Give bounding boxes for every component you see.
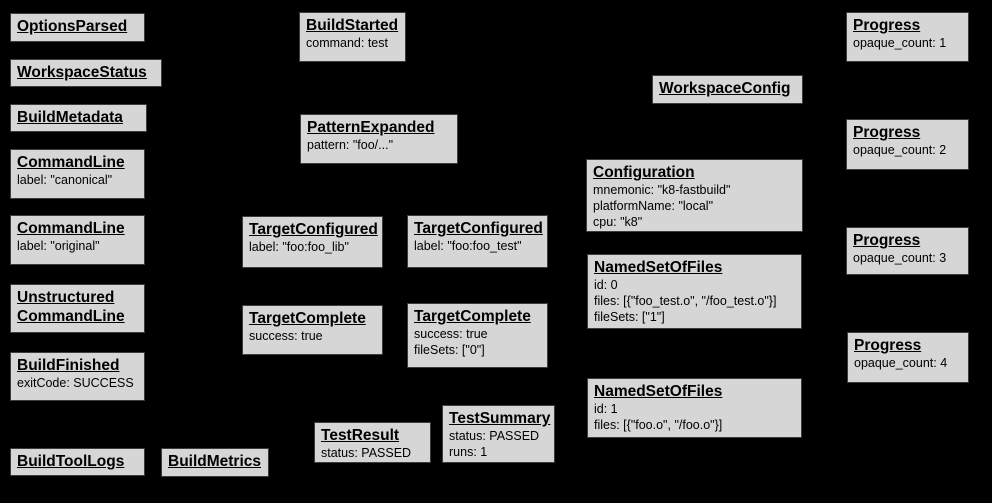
node-build-finished: BuildFinished exitCode: SUCCESS [10, 352, 145, 401]
node-build-started: BuildStarted command: test [299, 12, 406, 62]
node-options-parsed: OptionsParsed [10, 13, 145, 42]
node-title: TestSummary [449, 410, 551, 427]
node-title: WorkspaceStatus [17, 64, 147, 81]
node-title: PatternExpanded [307, 119, 435, 136]
node-title: Progress [853, 232, 921, 249]
node-detail: opaque_count: 1 [853, 36, 947, 50]
node-detail: exitCode: SUCCESS [17, 376, 134, 390]
node-title: BuildMetadata [17, 109, 123, 126]
node-title: Progress [853, 17, 921, 34]
node-named-set-of-files-1: NamedSetOfFiles id: 1 files: [{"foo.o", "/… [587, 378, 802, 438]
node-named-set-of-files-0: NamedSetOfFiles id: 0 files: [{"foo_test.o… [587, 254, 802, 329]
node-target-configured-foo-test: TargetConfigured label: "foo:foo_test" [407, 215, 548, 268]
node-title: Progress [854, 337, 922, 354]
node-detail: status: PASSED [449, 429, 540, 443]
node-title: TargetConfigured [249, 221, 378, 238]
node-title: NamedSetOfFiles [594, 383, 723, 400]
node-title: WorkspaceConfig [659, 80, 791, 97]
node-progress-3: Progress opaque_count: 3 [846, 227, 969, 275]
node-progress-4: Progress opaque_count: 4 [847, 332, 969, 383]
node-detail: opaque_count: 3 [853, 251, 947, 265]
node-detail: id: 0 [594, 278, 618, 292]
node-title: TestResult [321, 427, 400, 444]
node-detail: files: [{"foo_test.o", "/foo_test.o"}] [594, 294, 777, 308]
node-title: CommandLine [17, 154, 125, 171]
node-title: TargetComplete [249, 310, 366, 327]
node-target-complete-lib: TargetComplete success: true [242, 305, 383, 355]
node-detail: fileSets: ["0"] [414, 343, 485, 357]
node-build-tool-logs: BuildToolLogs [10, 448, 145, 476]
node-target-configured-foo-lib: TargetConfigured label: "foo:foo_lib" [242, 216, 383, 268]
node-title: Progress [853, 124, 921, 141]
node-title: BuildFinished [17, 357, 120, 374]
node-workspace-config: WorkspaceConfig [652, 75, 803, 104]
node-detail: command: test [306, 36, 388, 50]
node-detail: opaque_count: 4 [854, 356, 948, 370]
node-detail: cpu: "k8" [593, 215, 643, 229]
node-detail: success: true [414, 327, 488, 341]
node-detail: pattern: "foo/..." [307, 138, 394, 152]
node-build-metadata: BuildMetadata [10, 104, 147, 132]
node-detail: files: [{"foo.o", "/foo.o"}] [594, 418, 723, 432]
node-detail: platformName: "local" [593, 199, 714, 213]
node-title: BuildToolLogs [17, 453, 125, 470]
node-command-line-original: CommandLine label: "original" [10, 215, 145, 265]
node-detail: status: PASSED [321, 446, 412, 460]
node-progress-1: Progress opaque_count: 1 [846, 12, 969, 62]
node-detail: mnemonic: "k8-fastbuild" [593, 183, 731, 197]
node-title: BuildMetrics [168, 453, 262, 470]
node-title: CommandLine [17, 220, 125, 237]
node-title: TargetComplete [414, 308, 531, 325]
node-test-result: TestResult status: PASSED [314, 422, 431, 463]
node-detail: fileSets: ["1"] [594, 310, 665, 324]
node-detail: id: 1 [594, 402, 618, 416]
node-progress-2: Progress opaque_count: 2 [846, 119, 969, 170]
node-detail: runs: 1 [449, 445, 488, 459]
node-detail: opaque_count: 2 [853, 143, 947, 157]
node-title: Unstructured CommandLine [17, 289, 125, 325]
node-title: BuildStarted [306, 17, 399, 34]
node-detail: label: "canonical" [17, 173, 113, 187]
node-title: OptionsParsed [17, 18, 128, 35]
node-build-metrics: BuildMetrics [161, 448, 269, 477]
node-workspace-status: WorkspaceStatus [10, 59, 162, 87]
node-title: NamedSetOfFiles [594, 259, 723, 276]
node-detail: success: true [249, 329, 323, 343]
node-title: TargetConfigured [414, 220, 543, 237]
node-detail: label: "original" [17, 239, 100, 253]
node-unstructured-command-line: Unstructured CommandLine [10, 284, 145, 333]
node-command-line-canonical: CommandLine label: "canonical" [10, 149, 145, 199]
node-detail: label: "foo:foo_test" [414, 239, 522, 253]
node-detail: label: "foo:foo_lib" [249, 240, 349, 254]
node-pattern-expanded: PatternExpanded pattern: "foo/..." [300, 114, 458, 164]
node-test-summary: TestSummary status: PASSED runs: 1 [442, 405, 555, 463]
node-target-complete-test: TargetComplete success: true fileSets: ["0… [407, 303, 548, 368]
node-title: Configuration [593, 164, 695, 181]
node-configuration: Configuration mnemonic: "k8-fastbuild" pla… [586, 159, 803, 232]
